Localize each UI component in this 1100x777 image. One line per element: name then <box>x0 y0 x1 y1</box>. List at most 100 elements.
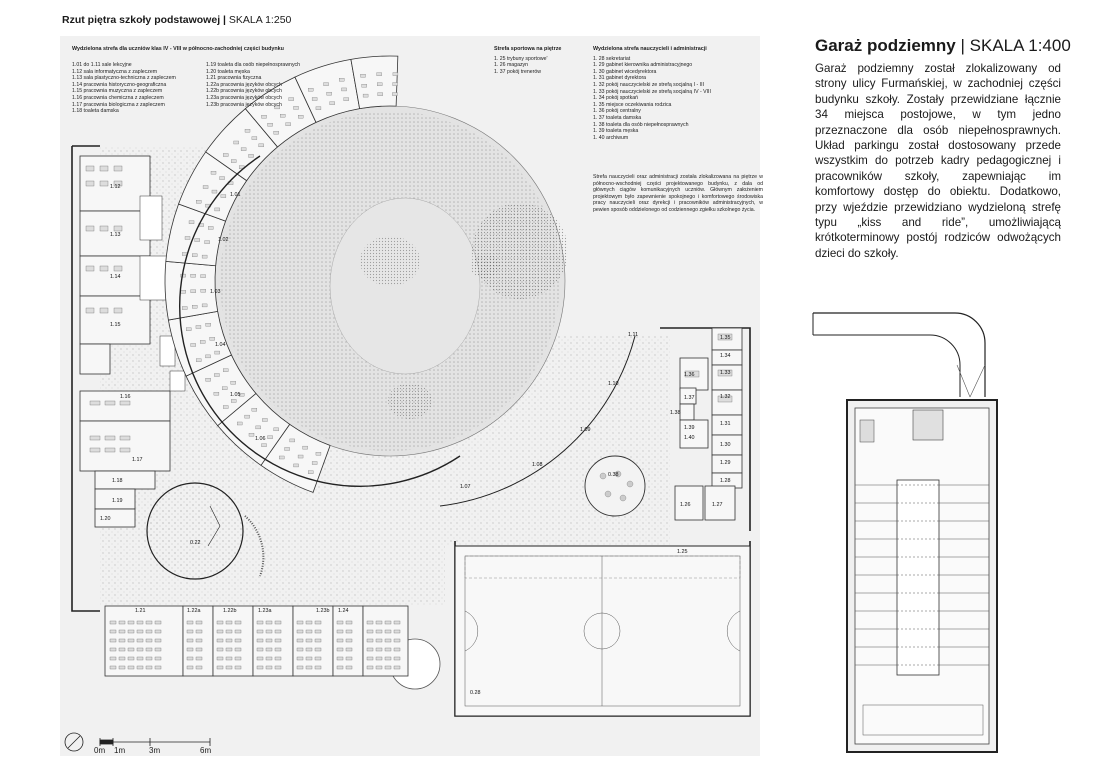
desk <box>256 647 264 652</box>
desk <box>267 123 273 127</box>
legend-students-col1: 1.01 do 1.11 sale lekcyjne 1.12 sala inf… <box>72 62 176 115</box>
desk <box>192 305 198 309</box>
label-1-37: 1.37 <box>684 395 695 401</box>
desk <box>392 82 398 86</box>
desk <box>296 656 304 661</box>
desk <box>216 665 224 670</box>
desk <box>360 74 366 78</box>
desk <box>366 647 374 652</box>
legend-item: 1. 33 pokój nauczycielski ze strefą socj… <box>593 88 711 95</box>
legend-item: 1.16 pracownia chemiczna z zapleczem <box>72 94 164 101</box>
desk <box>362 93 369 98</box>
desk <box>311 97 318 101</box>
tree-canopy-3 <box>388 383 432 419</box>
desk <box>262 418 268 422</box>
desk <box>109 638 117 643</box>
desk <box>118 665 126 670</box>
plan-title-text: Rzut piętra szkoły podstawowej <box>62 14 221 26</box>
desk <box>223 368 229 372</box>
desk <box>296 638 304 643</box>
desk <box>118 620 126 625</box>
desk <box>136 629 144 634</box>
desk <box>118 647 126 652</box>
label-1-01: 1.01 <box>230 192 241 198</box>
desk <box>145 629 153 634</box>
legend-item: 1. 25 trybuny sportowe' <box>494 55 548 62</box>
desk <box>204 240 210 244</box>
desk <box>205 323 211 327</box>
desk <box>393 647 401 652</box>
desk <box>190 274 196 278</box>
desk <box>293 463 299 468</box>
desk <box>289 438 295 443</box>
desk <box>326 91 332 96</box>
desk <box>201 254 208 259</box>
desk <box>265 620 273 625</box>
desk <box>302 445 308 450</box>
desk <box>296 629 304 634</box>
desk <box>256 620 264 625</box>
label-0-38: 0.38 <box>608 472 619 478</box>
legend-item: 1.15 pracownia muzyczna z zapleczem <box>72 88 163 95</box>
scale-label-0: 0m <box>94 746 106 755</box>
desk <box>127 647 135 652</box>
desk <box>231 399 237 403</box>
legend-item: 1.13 sala plastyczno-techniczna z zaplec… <box>72 75 176 82</box>
desk <box>154 665 162 670</box>
desk <box>265 647 273 652</box>
desk <box>186 665 194 670</box>
desk <box>345 665 353 670</box>
desk <box>225 665 233 670</box>
label-1-20: 1.20 <box>100 516 111 522</box>
desk <box>376 72 382 76</box>
legend-item: 1. 28 sekretariat <box>593 55 631 62</box>
desk <box>384 620 392 625</box>
desk <box>393 665 401 670</box>
desk <box>366 629 374 634</box>
label-1-14: 1.14 <box>110 274 121 280</box>
desk <box>305 638 313 643</box>
label-1-02: 1.02 <box>218 237 229 243</box>
desk <box>375 638 383 643</box>
legend-item: 1.23b pracownia języków obcych <box>206 101 282 108</box>
legend-teachers-heading: Wydzielona strefa nauczycieli i administ… <box>593 46 707 52</box>
desk <box>244 129 251 133</box>
desk <box>127 638 135 643</box>
legend-item: 1. 35 miejsce oczekiwania rodzica <box>593 101 672 108</box>
label-1-19: 1.19 <box>112 498 123 504</box>
label-1-13: 1.13 <box>110 232 121 238</box>
legend-item: 1.20 toaleta męska <box>206 68 250 75</box>
desk <box>366 620 374 625</box>
legend-item: 1. 30 gabinet wicedyrektora <box>593 68 657 75</box>
legend-sport-heading: Strefa sportowa na piętrze <box>494 46 562 52</box>
desk <box>186 638 194 643</box>
garage-title-text: Garaż podziemny <box>815 36 956 55</box>
lawn-oval <box>329 197 481 375</box>
label-1-31: 1.31 <box>720 421 731 427</box>
desk <box>186 656 194 661</box>
desk <box>195 620 203 625</box>
desk <box>297 454 304 459</box>
desk <box>345 647 353 652</box>
desk <box>186 620 194 625</box>
desk <box>127 620 135 625</box>
tree-canopy-1 <box>472 203 568 299</box>
desk <box>305 620 313 625</box>
desk <box>308 88 314 92</box>
desk <box>196 200 202 204</box>
desk <box>233 140 239 145</box>
desk <box>118 629 126 634</box>
label-1-32: 1.32 <box>720 394 731 400</box>
desk <box>136 656 144 661</box>
desk <box>305 665 313 670</box>
desk <box>201 303 208 308</box>
desk <box>136 665 144 670</box>
desk <box>315 106 322 110</box>
desk <box>288 97 294 101</box>
desk <box>311 461 318 465</box>
desk <box>256 638 264 643</box>
desk <box>154 656 162 661</box>
desk <box>109 665 117 670</box>
desk <box>341 87 347 92</box>
